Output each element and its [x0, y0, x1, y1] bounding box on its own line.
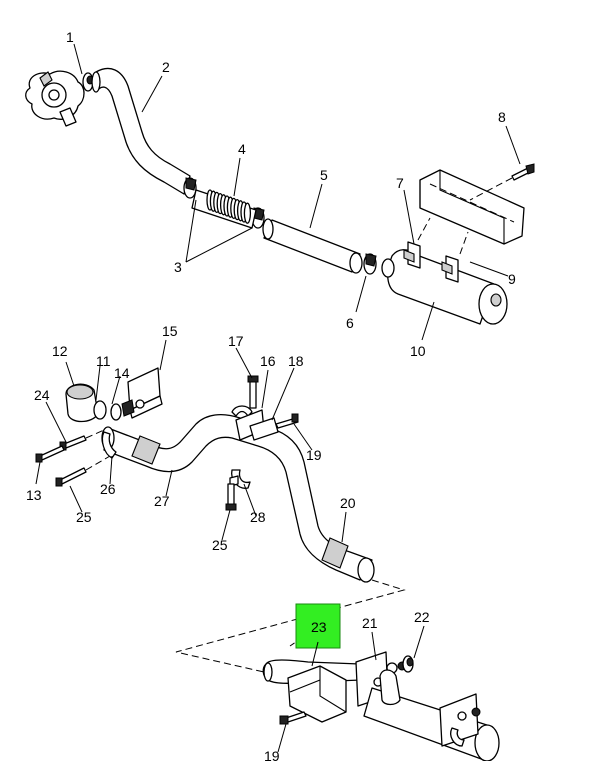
callout-10: 10 [410, 343, 426, 359]
clamp-22 [402, 655, 414, 673]
bolt-24 [59, 429, 105, 451]
callout-2: 2 [162, 59, 170, 75]
bolt-19-lower [279, 711, 307, 725]
callout-9: 9 [508, 271, 516, 287]
callout-19: 19 [306, 447, 322, 463]
callout-15: 15 [162, 323, 178, 339]
gasket-11 [93, 400, 107, 420]
callout-11: 11 [96, 353, 111, 369]
bellows-ring [243, 202, 252, 224]
bolt-25-left [55, 455, 111, 487]
lower-bracket-right [439, 693, 481, 747]
callout-23[interactable]: 23 [311, 619, 327, 635]
leader-lines [35, 43, 521, 753]
callout-4: 4 [238, 141, 246, 157]
callout-12: 12 [52, 343, 68, 359]
callout-8: 8 [498, 109, 506, 125]
callout-16: 16 [260, 353, 276, 369]
callout-27: 27 [154, 493, 170, 509]
clamp-3 [183, 177, 265, 229]
bracket-7 [403, 241, 421, 269]
callout-13: 13 [26, 487, 42, 503]
callout-14: 14 [114, 365, 130, 381]
clamp-26 [101, 431, 117, 459]
bolt-19 [275, 413, 299, 429]
muffler-10 [381, 249, 508, 325]
clamp-6 [363, 253, 377, 275]
nut-14 [110, 399, 145, 421]
callout-19-lower: 19 [264, 748, 280, 761]
callout-3: 3 [174, 259, 182, 275]
clamp-28 [229, 469, 251, 489]
callout-20: 20 [340, 495, 356, 511]
bracket-9 [441, 255, 459, 283]
frame-rail [419, 169, 525, 245]
pipe-clamp-12 [65, 383, 99, 423]
exhaust-pipe-2 [91, 67, 191, 195]
callout-22: 22 [414, 609, 430, 625]
callout-21: 21 [362, 615, 378, 631]
callout-28: 28 [250, 509, 266, 525]
bracket-18 [249, 417, 279, 441]
callout-18: 18 [288, 353, 304, 369]
lower-frame-bracket [287, 665, 347, 723]
flex-pipe-4 [191, 189, 257, 229]
callout-24: 24 [34, 387, 50, 403]
bolt-13 [35, 445, 65, 463]
callout-7: 7 [396, 175, 404, 191]
bolt-25-middle [225, 483, 237, 511]
tail-pipe-27 [101, 413, 375, 583]
callout-26: 26 [100, 481, 116, 497]
bolt-17 [247, 375, 259, 409]
bolt-8 [469, 163, 535, 201]
callout-5: 5 [320, 167, 328, 183]
callout-6: 6 [346, 315, 354, 331]
callout-1: 1 [66, 29, 74, 45]
callout-17: 17 [228, 333, 244, 349]
exhaust-pipe-5 [262, 218, 363, 274]
callout-25-left: 25 [76, 509, 92, 525]
turbocharger [25, 70, 85, 127]
callout-25-middle: 25 [212, 537, 228, 553]
highlight-box-23[interactable] [295, 603, 341, 649]
